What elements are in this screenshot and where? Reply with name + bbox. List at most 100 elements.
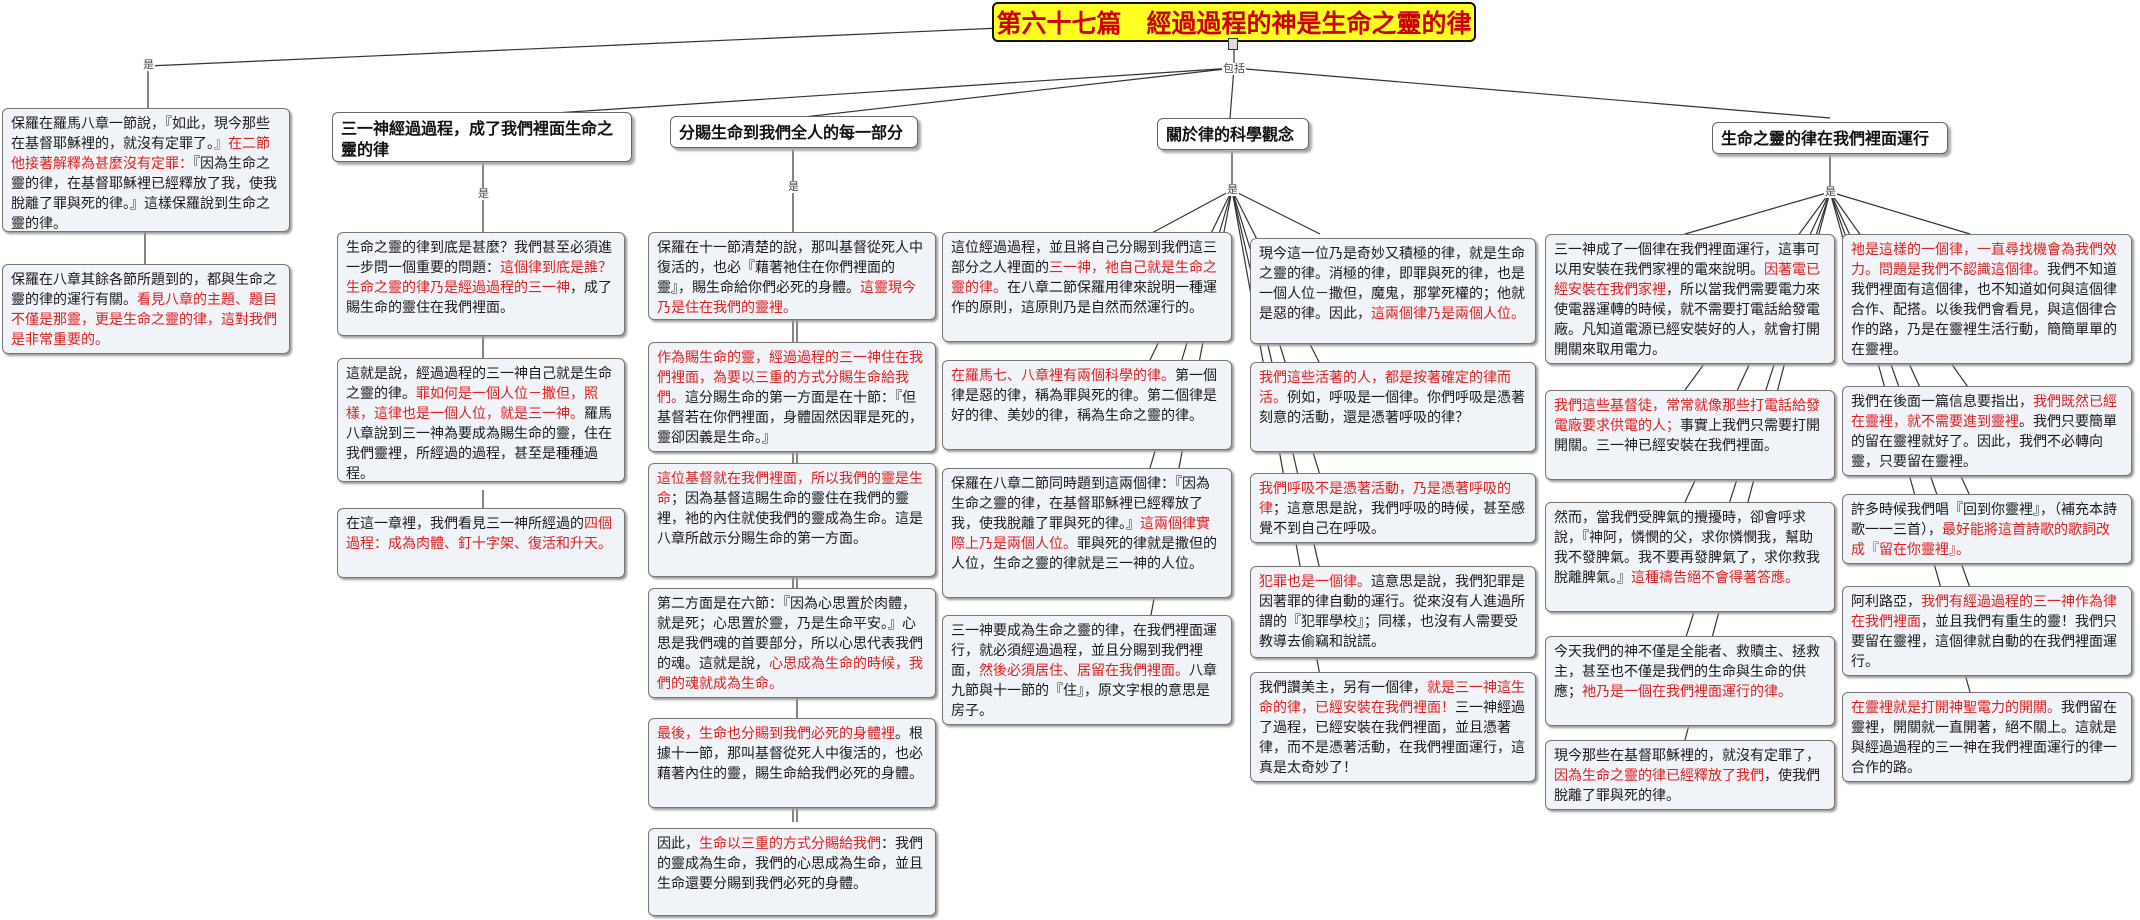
note-text: 三一神經過了過程，已經安裝在我們裡面，並且憑著律，而不是憑著活動，在我們裡面運行… — [1259, 700, 1525, 776]
highlight-text: 這種禱告絕不會得著答應。 — [1631, 570, 1799, 586]
highlight-text: 然後必須居住、居留在我們裡面。 — [979, 663, 1189, 679]
note-box[interactable]: 這就是說，經過過程的三一神自己就是生命之靈的律。罪如何是一個人位－撒但，照樣，這… — [337, 358, 625, 482]
highlight-text: 四個過程：成為肉體、釘十字架、復活和升天。 — [346, 516, 612, 552]
highlight-text: 這兩個律實際上乃是兩個人位。 — [951, 516, 1210, 552]
note-text: 『因為生命之靈的律，在基督耶穌裡已經釋放了我，使我脫離了罪與死的律。』這樣保羅說… — [11, 156, 277, 232]
note-text: 在八章二節保羅用律來說明一種運作的原則，這原則乃是自然而然運行的。 — [951, 280, 1217, 316]
note-text: 保羅在十一節清楚的說，那叫基督從死人中復活的，也必『藉著祂住在你們裡面的靈』，賜… — [657, 240, 923, 296]
note-text: 現今那些在基督耶穌裡的，就沒有定罪了， — [1554, 748, 1820, 764]
connector-label: 包括 — [1222, 62, 1246, 75]
note-text: 因此， — [657, 836, 699, 852]
note-box[interactable]: 因此，生命以三重的方式分賜給我們：我們的靈成為生命，我們的心思成為生命，並且生命… — [648, 828, 936, 916]
note-box[interactable]: 在靈裡就是打開神聖電力的開關。我們留在靈裡，開關就一直開著，絕不關上。這就是與經… — [1842, 692, 2132, 782]
note-text: 例如，呼吸是一個律。你們呼吸是憑著刻意的活動，還是憑著呼吸的律？ — [1259, 390, 1525, 426]
connector-label: 是 — [1824, 185, 1837, 198]
note-text: ，使我們脫離了罪與死的律。 — [1554, 768, 1820, 804]
note-text: 第一個律是惡的律，稱為罪與死的律。第二個律是好的律、美妙的律，稱為生命之靈的律。 — [951, 368, 1217, 424]
highlight-text: 生命以三重的方式分賜給我們 — [699, 836, 881, 852]
root-topic[interactable]: 第六十七篇 經過過程的神是生命之靈的律 — [992, 2, 1476, 42]
highlight-text: 祂乃是一個在我們裡面運行的律。 — [1582, 684, 1792, 700]
note-text: 三一神要成為生命之靈的律，在我們裡面運行，就必須經過過程，並且分賜到我們裡面， — [951, 623, 1217, 679]
note-box[interactable]: 現今那些在基督耶穌裡的，就沒有定罪了， 因為生命之靈的律已經釋放了我們，使我們脫離… — [1545, 740, 1835, 810]
note-text: 保羅在八章其餘各節所題到的，都與生命之靈的律的運行有關。 — [11, 272, 277, 308]
highlight-text: 最好能將這首詩歌的歌詞改成『留在你靈裡』。 — [1851, 522, 2110, 558]
note-box[interactable]: 我們呼吸不是憑著活動，乃是憑著呼吸的律；這意思是說，我們呼吸的時候，甚至感覺不到… — [1250, 473, 1536, 543]
note-box[interactable]: 保羅在八章其餘各節所題到的，都與生命之靈的律的運行有關。看見八章的主題、題目不僅… — [2, 264, 290, 354]
highlight-text: 最後，生命也分賜到我們必死的身體裡 — [657, 726, 895, 742]
note-text: 羅馬八章說到三一神為要成為賜生命的靈，住在我們靈裡，所經過的過程，甚至是種種過程… — [346, 406, 612, 482]
connector-label: 是 — [787, 180, 800, 193]
note-box[interactable]: 然而，當我們受脾氣的攪擾時，卻會呼求說，『神阿，憐憫的父，求你憐憫我，幫助我不發… — [1545, 502, 1835, 612]
highlight-text: 祂是這樣的一個律，一直尋找機會為我們效力。問題是我們不認識這個律。 — [1851, 242, 2117, 278]
highlight-text: 因著電已經安裝在我們家裡 — [1554, 262, 1820, 298]
highlight-text: 因為生命之靈的律已經釋放了我們 — [1554, 768, 1764, 784]
note-box[interactable]: 我們這些基督徒，常常就像那些打電話給發電廠要求供電的人；事實上我們只需要打開開關… — [1545, 390, 1835, 480]
note-box[interactable]: 許多時候我們唱『回到你靈裡』，（補充本詩歌一一三首），最好能將這首詩歌的歌詞改成… — [1842, 494, 2132, 564]
highlight-text: 我們呼吸不是憑著活動，乃是憑著呼吸的律 — [1259, 481, 1511, 517]
note-text: 這位經過過程，並且將自己分賜到我們這三部分之人裡面的 — [951, 240, 1217, 276]
topic-header[interactable]: 生命之靈的律在我們裡面運行 — [1712, 122, 1948, 154]
note-text: 我們不知道我們裡面有這個律，也不知道如何與這個律合作、配搭。以後我們會看見，與這… — [1851, 262, 2117, 358]
note-text: 今天我們的神不僅是全能者、救贖主、拯救主，甚至也不僅是我們的生命與生命的供應； — [1554, 644, 1820, 700]
highlight-text: 我們這些基督徒，常常就像那些打電話給發電廠要求供電的人； — [1554, 398, 1820, 434]
note-text: 許多時候我們唱『回到你靈裡』，（補充本詩歌一一三首）， — [1851, 502, 2117, 538]
note-box[interactable]: 我們讚美主，另有一個律，就是三一神這生命的律，已經安裝在我們裡面！三一神經過了過… — [1250, 672, 1536, 782]
note-box[interactable]: 第二方面是在六節：『因為心思置於肉體，就是死；心思置於靈，乃是生命平安。』心思是… — [648, 588, 936, 698]
highlight-text: 』在二節他接著解釋為甚麼沒有定罪： — [11, 136, 270, 172]
note-box[interactable]: 保羅在八章二節同時題到這兩個律：『因為生命之靈的律，在基督耶穌裡已經釋放了我，使… — [942, 468, 1232, 598]
highlight-text: 我們既然已經在靈裡，就不需要進到靈裡 — [1851, 394, 2117, 430]
note-text: 我們在後面一篇信息要指出， — [1851, 394, 2033, 410]
note-box[interactable]: 阿利路亞，我們有經過過程的三一神作為律在我們裡面，並且我們有重生的靈！我們只要留… — [1842, 586, 2132, 676]
highlight-text: 我們這些活著的人，都是按著確定的律而活。 — [1259, 370, 1511, 406]
note-box[interactable]: 犯罪也是一個律。這意思是說，我們犯罪是因著罪的律自動的運行。從來沒有人進過所謂的… — [1250, 566, 1536, 658]
note-text: ，成了賜生命的靈住在我們裡面。 — [346, 280, 612, 316]
note-text: 我們讚美主，另有一個律， — [1259, 680, 1427, 696]
note-box[interactable]: 在羅馬七、八章裡有兩個科學的律。第一個律是惡的律，稱為罪與死的律。第二個律是好的… — [942, 360, 1232, 450]
connector-label: 是 — [1226, 183, 1239, 196]
note-text: 事實上我們只需要打開開關。三一神已經安裝在我們裡面。 — [1554, 418, 1820, 454]
note-text: ，並且我們有重生的靈！我們只要留在靈裡，這個律就自動的在我們裡面運行。 — [1851, 614, 2117, 670]
note-text: 三一神成了一個律在我們裡面運行，這事可以用安裝在我們家裡的電來說明。 — [1554, 242, 1820, 278]
note-text: ，所以當我們需要電力來使電器運轉的時候，就不需要打電話給發電廠。凡知道電源已經安… — [1554, 282, 1820, 358]
note-box[interactable]: 這位經過過程，並且將自己分賜到我們這三部分之人裡面的三一神，祂自己就是生命之靈的… — [942, 232, 1232, 342]
note-text: 這意思是說，我們犯罪是因著罪的律自動的運行。從來沒有人進過所謂的『犯罪學校』；同… — [1259, 574, 1525, 650]
topic-header[interactable]: 三一神經過過程，成了我們裡面生命之靈的律 — [332, 112, 632, 162]
note-text: 然而，當我們受脾氣的攪擾時，卻會呼求說，『神阿，憐憫的父，求你憐憫我，幫助我不發… — [1554, 510, 1820, 586]
note-box[interactable]: 在這一章裡，我們看見三一神所經過的四個過程：成為肉體、釘十字架、復活和升天。 — [337, 508, 625, 578]
highlight-text: 這個律到底是誰？生命之靈的律乃是經過過程的三一神 — [346, 260, 612, 296]
note-text: ：我們的靈成為生命，我們的心思成為生命，並且生命還要分賜到我們必死的身體。 — [657, 836, 923, 892]
note-box[interactable]: 這位基督就在我們裡面，所以我們的靈是生命；因為基督這賜生命的靈住在我們的靈裡，祂… — [648, 463, 936, 577]
outline-toggle-icon[interactable] — [1228, 38, 1238, 50]
note-text: 。根據十一節，那叫基督從死人中復活的，也必藉著內住的靈，賜生命給我們必死的身體。 — [657, 726, 923, 782]
connector-label: 是 — [142, 58, 155, 71]
note-box[interactable]: 保羅在羅馬八章一節說，『如此，現今那些在基督耶穌裡的，就沒有定罪了。』在二節他接… — [2, 108, 290, 232]
topic-header[interactable]: 關於律的科學觀念 — [1157, 118, 1309, 150]
note-box[interactable]: 祂是這樣的一個律，一直尋找機會為我們效力。問題是我們不認識這個律。我們不知道我們… — [1842, 234, 2132, 364]
note-box[interactable]: 最後，生命也分賜到我們必死的身體裡。根據十一節，那叫基督從死人中復活的，也必藉著… — [648, 718, 936, 808]
note-box[interactable]: 三一神要成為生命之靈的律，在我們裡面運行，就必須經過過程，並且分賜到我們裡面，然… — [942, 615, 1232, 725]
note-text: 生命之靈的律到底是甚麼？我們甚至必須進一步問一個重要的問題： — [346, 240, 612, 276]
note-text: 八章九節與十一節的『住』，原文字根的意思是房子。 — [951, 663, 1217, 719]
highlight-text: 在羅馬七、八章裡有兩個科學的律。 — [951, 368, 1175, 384]
note-text: 保羅在羅馬八章一節說，『如此，現今那些在基督耶穌裡的，就沒有定罪了。 — [11, 116, 270, 152]
note-box[interactable]: 現今這一位乃是奇妙又積極的律，就是生命之靈的律。消極的律，即罪與死的律，也是一個… — [1250, 238, 1536, 344]
highlight-text: 這位基督就在我們裡面，所以我們的靈是生命 — [657, 471, 923, 507]
note-text: 。我們只要簡單的留在靈裡就好了。因此，我們不必轉向靈，只要留在靈裡。 — [1851, 414, 2117, 470]
note-text: 阿利路亞， — [1851, 594, 1921, 610]
note-box[interactable]: 生命之靈的律到底是甚麼？我們甚至必須進一步問一個重要的問題：這個律到底是誰？生命… — [337, 232, 625, 336]
note-text: 保羅在八章二節同時題到這兩個律：『因為生命之靈的律，在基督耶穌裡已經釋放了我，使… — [951, 476, 1210, 532]
note-box[interactable]: 今天我們的神不僅是全能者、救贖主、拯救主，甚至也不僅是我們的生命與生命的供應；祂… — [1545, 636, 1835, 726]
note-box[interactable]: 我們在後面一篇信息要指出，我們既然已經在靈裡，就不需要進到靈裡。我們只要簡單的留… — [1842, 386, 2132, 476]
note-text: 罪與死的律就是撒但的人位，生命之靈的律就是三一神的人位。 — [951, 536, 1217, 572]
topic-header[interactable]: 分賜生命到我們全人的每一部分 — [670, 116, 918, 148]
note-text: 這就是說，經過過程的三一神自己就是生命之靈的律。 — [346, 366, 612, 402]
highlight-text: 作為賜生命的靈，經過過程的三一神住在我們裡面，為要以三重的方式分賜生命給我們。 — [657, 350, 923, 406]
highlight-text: 罪如何是一個人位－撒但，照樣，這律也是一個人位，就是三一神。 — [346, 386, 598, 422]
highlight-text: 這兩個律乃是兩個人位。 — [1371, 306, 1525, 322]
note-box[interactable]: 三一神成了一個律在我們裡面運行，這事可以用安裝在我們家裡的電來說明。因著電已經安… — [1545, 234, 1835, 364]
highlight-text: 我們有經過過程的三一神作為律在我們裡面 — [1851, 594, 2117, 630]
note-box[interactable]: 我們這些活著的人，都是按著確定的律而活。例如，呼吸是一個律。你們呼吸是憑著刻意的… — [1250, 362, 1536, 452]
note-box[interactable]: 作為賜生命的靈，經過過程的三一神住在我們裡面，為要以三重的方式分賜生命給我們。這… — [648, 342, 936, 452]
note-box[interactable]: 保羅在十一節清楚的說，那叫基督從死人中復活的，也必『藉著祂住在你們裡面的靈』，賜… — [648, 232, 936, 320]
note-text: ；因為基督這賜生命的靈住在我們的靈裡，祂的內住就使我們的靈成為生命。這是八章所啟… — [657, 491, 923, 547]
